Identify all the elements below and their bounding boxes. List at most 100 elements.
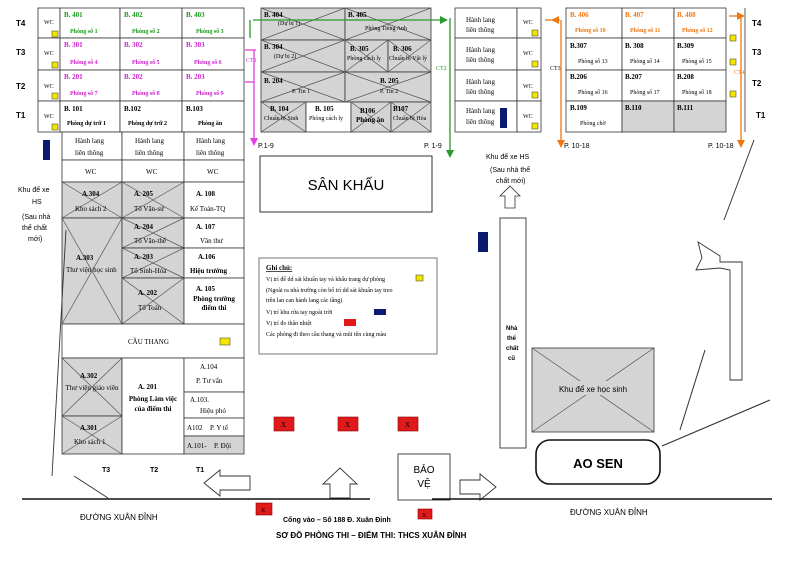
room-name: Kho sách 2 [75,205,107,213]
room-code: B.110 [625,104,642,112]
stair-label: CT4 [734,70,745,76]
room-name: P. Tin 1 [292,89,310,95]
room-name: Thư viện giáo viên [65,384,119,392]
block-a-top: Hành lang liên thông Hành lang liên thôn… [61,131,245,183]
room-name: Phòng trường điểm thi [193,295,235,312]
old-gym: Nhà thể chất cũ [499,217,527,449]
room-name: Phòng số 12 [682,27,713,34]
room-code: B. 105 [315,105,334,113]
room-code: B. 304 [264,43,283,51]
guard-house: BẢO VỆ [397,453,451,501]
wc-column-right: WC WC WC WC CT3 [516,7,561,133]
corridor-label: Hành lang [466,16,495,24]
room-name: Thư viện học sinh [66,266,117,274]
room-code: A.101- [187,442,207,450]
room-name: Phòng Tiếng Anh [365,25,407,32]
room-name: Phòng số 6 [194,59,222,66]
bike-label: (Sau nhà thể [490,166,530,174]
temp-mark: X [345,421,350,429]
room-code: A. 105 [196,285,216,293]
floor-label: T4 [752,19,762,28]
room-name: Kho sách 1 [74,438,106,446]
room-name: Phòng số 11 [630,27,660,34]
legend-item: (Ngoài ra nhà trường còn bố trí dd sát k… [266,287,393,294]
room-code: A. 108 [196,190,216,198]
room-code: B106 [360,107,376,115]
corridor-label: liên thông [466,56,495,64]
guard-label: BẢO [413,463,434,476]
bike-label: HS [32,199,42,206]
pond-label: AO SEN [573,456,623,471]
corridor-label: Hành lang [466,78,495,86]
corridor-label: liên thông [196,149,225,157]
sanitizer-marker [531,91,539,99]
room-name: Tổ Sinh-Hóa [130,267,167,275]
room-code: A.104 [200,363,218,371]
lotus-pond: AO SEN [535,439,661,485]
floor-labels-right: CT4 T4 T3 T2 T1 [729,8,766,132]
corridor-label: liên thông [466,26,495,34]
wc-label: WC [44,84,54,90]
room-code: B.102 [124,105,141,113]
room-code: B107 [393,105,409,113]
wc-label: WC [85,168,97,176]
floor-label: T3 [752,48,762,57]
wc-label: WC [207,168,219,176]
room-name: Phòng số 4 [70,59,98,66]
block-a-rooms: A.304 Kho sách 2 A.303 Thư viện học sinh… [61,181,245,455]
room-name: Chuẩn bị Vật lý [389,55,427,62]
room-name: P. Y tế [210,424,229,432]
sanitizer-marker [729,34,737,42]
temp-mark: X [422,513,427,519]
stage-label: SÂN KHẤU [308,177,385,194]
room-code: B.111 [677,104,694,112]
sanitizer-marker [51,92,59,100]
floor-label: T3 [16,48,26,57]
gate-label: Cổng vào – Số 188 Đ. Xuân Đỉnh [283,516,391,524]
wc-label: WC [44,20,54,26]
flow-arrows [51,139,771,501]
hand-wash-marker [500,108,507,128]
curved-arrow-icon [695,241,743,381]
room-code: A. 205 [134,190,154,198]
room-name: Tổ Văn-thể [134,237,167,245]
road-label: ĐƯỜNG XUÂN ĐỈNH [80,513,158,522]
floor-label: T2 [16,82,26,91]
sanitizer-marker [51,61,59,69]
room-code: B.309 [677,42,694,50]
stage: SÂN KHẤU [259,155,433,213]
gym-label: chất [506,345,518,352]
room-name: Phòng dự trữ 2 [128,121,167,127]
floor-label: T1 [756,111,766,120]
gym-label: Nhà [506,326,518,332]
wc-label: WC [44,114,54,120]
hand-wash-marker [478,232,488,252]
corridor-label: Hành lang [466,107,495,115]
room-name: Phòng số 13 [578,58,608,65]
block-b-right-rooms: B. 406 Phòng số 10 B. 407 Phòng số 11 B.… [565,7,727,133]
room-code: B. 407 [625,11,644,19]
corridor-column-right: Hành lang liên thông Hành lang liên thôn… [454,7,518,133]
floor-label: T4 [16,19,26,28]
room-name: Hiệu phó [200,407,226,415]
room-code: A. 203 [134,253,154,261]
room-name: Phòng số 15 [682,58,712,65]
room-name: Phòng cách ly [347,56,381,62]
sanitizer-marker [219,337,231,346]
room-code: B. 406 [570,11,589,19]
wc-label: WC [523,84,533,90]
room-code: B. 204 [264,77,283,85]
room-name: P. Tư vấn [196,377,223,385]
corridor-label: Hành lang [466,46,495,54]
room-name: (Dự bị 2) [274,53,296,60]
room-name: Kế Toán-TQ [190,205,225,213]
block-b-middle: B. 404 (Dự bị 1) B. 405 Phòng Tiếng Anh … [260,7,432,133]
bike-label: thể chất [22,223,47,232]
block-b-left-rooms: B. 401 Phòng số 1 B. 402 Phòng số 2 B. 4… [59,7,245,133]
corridor-label: Hành lang [135,137,164,145]
wc-label: WC [146,168,158,176]
wc-label: WC [523,114,533,120]
room-code: A.304 [82,190,100,198]
room-name: Phòng dự trữ 1 [67,121,106,127]
room-code: B. 101 [64,105,83,113]
